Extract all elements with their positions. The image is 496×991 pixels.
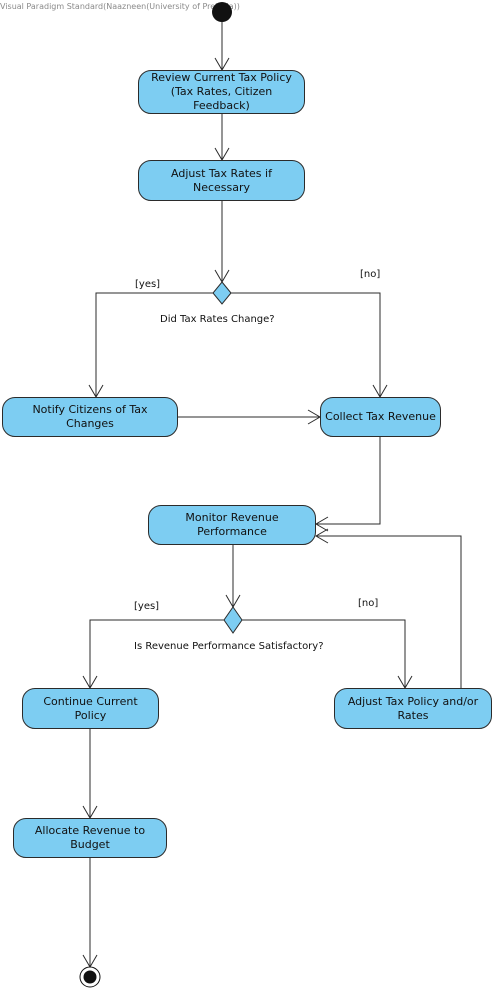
action-label: Notify Citizens of Tax Changes <box>32 403 148 430</box>
action-allocate-revenue[interactable]: Allocate Revenue to Budget <box>13 818 167 858</box>
action-continue-current-policy[interactable]: Continue Current Policy <box>22 688 159 729</box>
action-label: Allocate Revenue to Budget <box>34 824 146 851</box>
decision-revenue-satisfactory <box>223 606 243 634</box>
arrowhead <box>315 516 329 532</box>
action-notify-citizens[interactable]: Notify Citizens of Tax Changes <box>2 397 178 437</box>
decision-rates-changed <box>212 281 232 305</box>
watermark-text: Visual Paradigm Standard(Naazneen(Univer… <box>0 2 240 11</box>
action-label-line2: (Tax Rates, Citizen Feedback) <box>170 85 273 112</box>
edge-decision1-no-to-collect <box>231 292 381 397</box>
action-label-line2: Rates <box>397 708 429 722</box>
guard-yes-revenue: [yes] <box>134 601 160 612</box>
action-label-line1: Adjust Tax Policy and/or <box>347 694 479 708</box>
edge-decision2-no-to-adjust-policy <box>242 619 406 688</box>
action-monitor-revenue-performance[interactable]: Monitor Revenue Performance <box>148 505 316 545</box>
edge-decision2-yes-to-continue <box>89 619 224 688</box>
action-adjust-tax-rates[interactable]: Adjust Tax Rates if Necessary <box>138 160 305 201</box>
action-label: Continue Current Policy <box>43 694 138 722</box>
action-label: Monitor Revenue Performance <box>185 511 279 538</box>
arrowhead <box>315 528 329 544</box>
edge-collect-to-monitor <box>316 437 381 525</box>
action-adjust-tax-policy[interactable]: Adjust Tax Policy and/or Rates <box>334 688 492 729</box>
action-review-tax-policy[interactable]: Review Current Tax Policy (Tax Rates, Ci… <box>138 70 305 114</box>
guard-no-rates: [no] <box>360 269 381 280</box>
decision-question-revenue: Is Revenue Performance Satisfactory? <box>134 641 324 652</box>
action-collect-tax-revenue[interactable]: Collect Tax Revenue <box>320 397 441 437</box>
guard-no-revenue: [no] <box>358 598 379 609</box>
action-label-line1: Review Current Tax Policy <box>151 71 292 84</box>
edge-adjust-policy-to-monitor <box>316 535 462 688</box>
action-label: Collect Tax Revenue <box>325 410 436 423</box>
initial-node <box>212 2 232 22</box>
decision-question-rates: Did Tax Rates Change? <box>160 314 275 325</box>
action-label: Adjust Tax Rates if Necessary <box>171 166 272 194</box>
final-node-inner <box>83 970 97 984</box>
edge-decision1-yes-to-notify <box>95 292 213 397</box>
guard-yes-rates: [yes] <box>135 279 161 290</box>
